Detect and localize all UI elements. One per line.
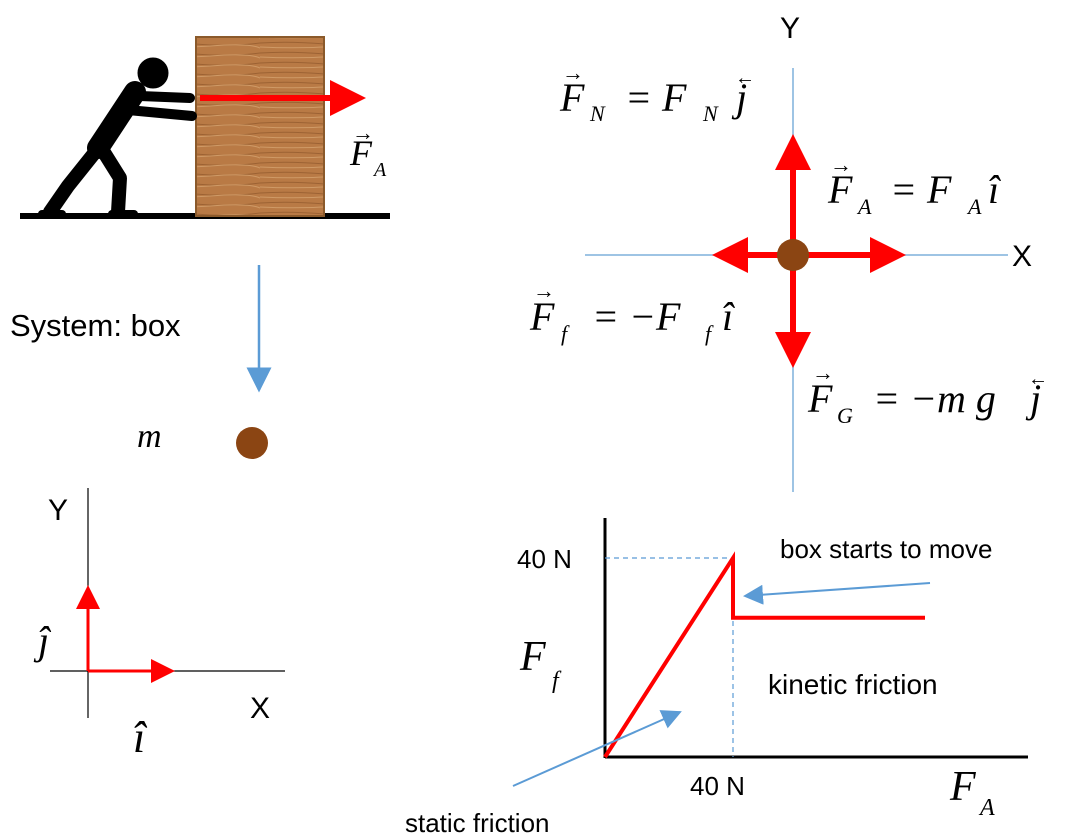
svg-text:←: ← (735, 67, 755, 89)
y-tick-label: 40 N (517, 544, 572, 574)
static-callout-arrow (512, 710, 682, 787)
applied-force-label: F A → (349, 120, 387, 181)
svg-text:F: F (559, 75, 585, 120)
i-hat-label: î (133, 713, 148, 762)
svg-text:î: î (722, 294, 735, 339)
unit-vector-axes: Y X ĵ î (33, 488, 285, 762)
x-axis-label: F A (949, 764, 995, 821)
svg-text:j: j (731, 75, 747, 120)
pushing-scene: F A → System: box m (10, 36, 390, 459)
fbd-x-label: X (1012, 240, 1032, 273)
wooden-box (195, 36, 325, 217)
move-callout-arrow (743, 582, 931, 605)
friction-curve (603, 551, 925, 759)
svg-text:j: j (1025, 376, 1041, 421)
svg-text:f: f (705, 321, 714, 346)
fbd-y-label: Y (780, 12, 800, 45)
mass-dot (236, 427, 268, 459)
mass-label: m (137, 418, 162, 455)
svg-text:A: A (856, 194, 872, 219)
svg-text:N: N (702, 101, 719, 126)
fbd-mass-dot (777, 239, 809, 271)
annotation-static-friction: static friction (405, 808, 550, 838)
gravity-force-equation: → F G = −m g j ← (807, 360, 1048, 428)
unit-y-label: Y (48, 494, 68, 527)
svg-text:→: → (352, 120, 374, 145)
svg-text:F: F (949, 764, 976, 810)
svg-text:= F: = F (625, 75, 687, 120)
svg-text:= F: = F (890, 167, 952, 212)
svg-text:N: N (589, 101, 606, 126)
svg-text:F: F (349, 133, 373, 173)
svg-text:= −F: = −F (592, 294, 681, 339)
unit-x-label: X (250, 692, 270, 725)
svg-text:→: → (533, 278, 555, 303)
svg-text:A: A (372, 159, 387, 181)
svg-text:f: f (552, 668, 562, 694)
svg-text:A: A (978, 795, 995, 821)
annotation-box-starts-to-move: box starts to move (780, 534, 992, 564)
svg-text:←: ← (1028, 368, 1048, 390)
annotation-kinetic-friction: kinetic friction (768, 669, 938, 700)
svg-text:→: → (562, 60, 584, 85)
svg-text:G: G (837, 403, 853, 428)
svg-text:→: → (830, 152, 852, 177)
j-hat-label: ĵ (33, 618, 52, 663)
svg-text:f: f (561, 321, 570, 346)
svg-text:= −m g: = −m g (873, 376, 996, 421)
svg-text:F: F (827, 167, 853, 212)
person-icon (38, 57, 197, 219)
svg-text:→: → (812, 360, 834, 385)
y-axis-label: F f (519, 634, 562, 694)
svg-text:î: î (988, 167, 1001, 212)
svg-text:F: F (519, 634, 546, 680)
friction-chart: 40 N 40 N F f F A box starts to move kin… (405, 518, 1028, 838)
svg-text:A: A (966, 194, 982, 219)
friction-force-equation: → F f = −F f î (529, 278, 735, 346)
svg-text:F: F (807, 376, 833, 421)
x-tick-label: 40 N (690, 771, 745, 801)
normal-force-equation: → F N = F N j ← (559, 60, 755, 126)
free-body-diagram: Y X → F N = F N j ← → F A = F A î → F (529, 12, 1048, 492)
system-label: System: box (10, 308, 181, 343)
svg-text:F: F (529, 294, 555, 339)
applied-force-equation: → F A = F A î (827, 152, 1001, 219)
